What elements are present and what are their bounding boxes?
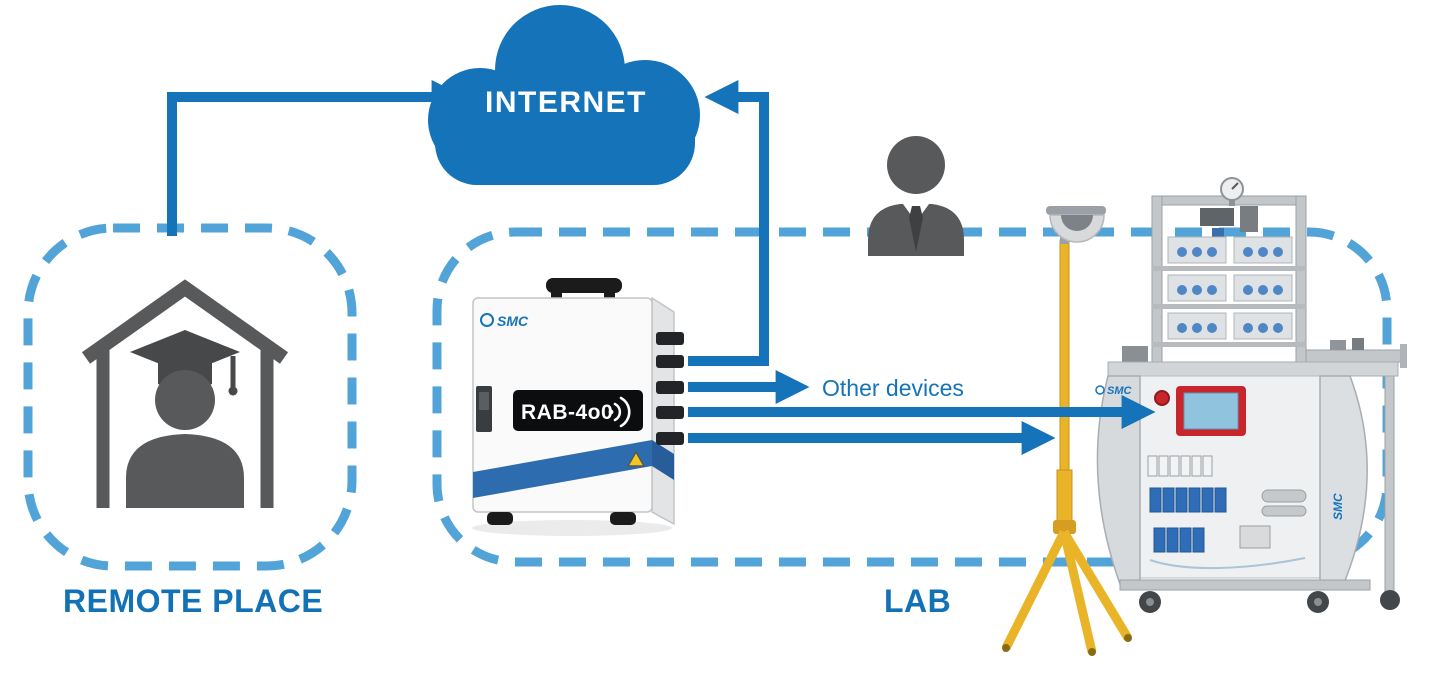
- conveyor-leg: [1384, 361, 1395, 593]
- tripod-foot: [1002, 644, 1010, 652]
- storage-rack: [1167, 236, 1293, 340]
- box-handle-leg-right: [604, 288, 615, 301]
- tripod-leg: [1001, 529, 1069, 651]
- tripod-leg: [1059, 530, 1097, 654]
- training-machine: SMC SMC: [1095, 177, 1407, 613]
- port: [656, 355, 684, 368]
- house-icon: [81, 279, 289, 508]
- camera-mount-plate: [1046, 206, 1106, 215]
- wheel: [1380, 590, 1400, 610]
- port: [656, 332, 684, 345]
- tripod-icon: [1001, 206, 1132, 656]
- wheel-hub: [1146, 598, 1154, 606]
- tripod-collar: [1053, 520, 1076, 534]
- tripod-leg: [1060, 529, 1132, 641]
- machine-brand-logo-right: SMC: [1331, 493, 1345, 520]
- port: [656, 381, 684, 394]
- wifi-icon: [608, 396, 631, 428]
- arrow-box-to-internet: [688, 79, 769, 366]
- graduate-icon: [126, 330, 244, 508]
- wheel-hub: [1314, 598, 1322, 606]
- pressure-gauge-icon: [1220, 177, 1244, 206]
- box-brand-logo: SMC: [480, 313, 529, 329]
- model-label-text: RAB-4o0: [521, 401, 613, 424]
- conveyor-item: [1330, 340, 1346, 350]
- warning-triangle-icon: [626, 450, 646, 467]
- conveyor-item: [1352, 338, 1364, 350]
- tripod-pole-upper: [1059, 239, 1070, 481]
- tripod-foot: [1088, 648, 1096, 656]
- box-foot-right: [610, 512, 636, 525]
- machine-right-panel: [1319, 375, 1368, 589]
- box-foot-left: [487, 512, 513, 525]
- box-brand-text: SMC: [497, 313, 529, 329]
- conveyor-rail: [1305, 349, 1407, 363]
- graduation-cap: [130, 330, 240, 374]
- machine-shelf-beam: [1152, 342, 1306, 347]
- machine-deck: [1107, 361, 1399, 377]
- wifi-dot: [608, 409, 614, 415]
- box-ports: [656, 332, 684, 445]
- box-handle-leg-left: [551, 288, 562, 301]
- gantry-actuator: [1240, 206, 1258, 232]
- internet-cloud-icon: INTERNET: [428, 5, 700, 185]
- box-blue-stripe: [473, 440, 652, 498]
- user-head: [887, 136, 945, 194]
- wifi-arc-1: [613, 402, 622, 422]
- wifi-arc-2: [619, 396, 631, 428]
- brand-logo-ring-icon: [1095, 385, 1105, 395]
- box-left-connector-detail: [479, 392, 489, 410]
- breaker-row: [1147, 455, 1213, 477]
- model-label-plate: [513, 390, 643, 431]
- machine-shelf-beam: [1152, 266, 1306, 271]
- dome-camera-icon: [1046, 206, 1106, 244]
- machine-brand-text: SMC: [1107, 385, 1133, 397]
- graduate-head: [155, 370, 215, 430]
- connector-arrows: [167, 79, 1156, 456]
- machine-brand-logo-left: SMC: [1095, 385, 1133, 397]
- machine-brand-text: SMC: [1331, 493, 1345, 520]
- tripod-foot: [1124, 634, 1132, 642]
- arrow-remote-to-internet: [167, 79, 466, 236]
- machine-wheels: [1139, 590, 1400, 613]
- conveyor-end-plate: [1400, 344, 1407, 368]
- machine-base-beam: [1119, 579, 1371, 591]
- valve-manifold: [1149, 487, 1307, 570]
- brand-logo-ring-icon: [480, 313, 494, 327]
- graduate-body: [126, 434, 244, 508]
- cloud-base: [435, 95, 695, 185]
- box-handle: [546, 278, 622, 293]
- house-roof: [81, 279, 289, 364]
- machine-shelf-beam: [1152, 304, 1306, 309]
- other-devices-label: Other devices: [822, 375, 964, 401]
- user-silhouette-icon: [868, 136, 964, 256]
- internet-label: INTERNET: [485, 86, 647, 119]
- gauge-stem: [1229, 197, 1235, 206]
- storage-bin-row: [1167, 312, 1293, 340]
- lab-label: LAB: [884, 583, 951, 619]
- port: [656, 406, 684, 419]
- port: [656, 432, 684, 445]
- remote-place-zone: [23, 223, 357, 571]
- pneumatic-tube: [1149, 557, 1306, 570]
- cap-tassel-knob: [228, 386, 238, 396]
- storage-bin-row: [1167, 236, 1293, 264]
- camera-dome-glass: [1061, 215, 1093, 231]
- touchscreen: [1183, 392, 1239, 430]
- conveyor-motor: [1122, 346, 1148, 362]
- emergency-stop-button: [1154, 390, 1170, 406]
- storage-bin-row: [1167, 274, 1293, 302]
- gantry-head: [1200, 208, 1234, 226]
- remote-place-label: REMOTE PLACE: [63, 583, 323, 619]
- rab-box: SMC RAB-4o0: [472, 278, 684, 536]
- gauge-needle: [1231, 182, 1239, 190]
- user-tie: [909, 206, 923, 252]
- box-blue-stripe-side: [652, 440, 674, 480]
